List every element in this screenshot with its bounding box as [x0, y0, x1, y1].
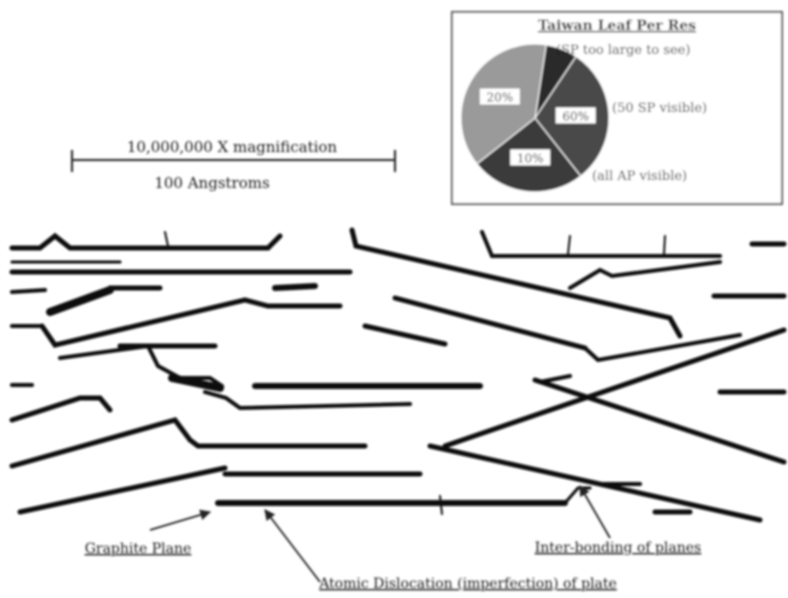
- plate: [12, 398, 110, 420]
- plate: [20, 468, 225, 512]
- plate: [205, 392, 410, 408]
- plate: [570, 262, 720, 288]
- pie-chart: 60% 10% 20%: [461, 44, 609, 192]
- plate-bond: [165, 232, 168, 246]
- plate: [352, 230, 680, 336]
- graphite-plane-label: Graphite Plane: [85, 541, 192, 557]
- inset-legend-3: (all AP visible): [592, 169, 687, 184]
- graphite-plates: [12, 230, 784, 520]
- plate-bond: [664, 236, 665, 254]
- plate: [275, 286, 315, 288]
- plate: [585, 335, 740, 360]
- plate-bond: [440, 496, 442, 514]
- scale-length-label: 100 Angstroms: [154, 174, 269, 192]
- plate: [540, 376, 570, 382]
- pie-slice-tag: 10%: [517, 151, 544, 165]
- scale-bar: 10,000,000 X magnification 100 Angstroms: [72, 138, 395, 192]
- plate: [482, 232, 720, 256]
- pie-slice-tag: 20%: [486, 91, 513, 105]
- plate: [12, 290, 45, 292]
- plate: [365, 326, 445, 344]
- dislocation-label: Atomic Dislocation (imperfection) of pla…: [318, 576, 617, 592]
- inset-title: Taiwan Leaf Per Res: [538, 18, 696, 34]
- inset-box: Taiwan Leaf Per Res 60% 10% 20% (SP too la…: [452, 12, 782, 204]
- interbonding-label: Inter-bonding of planes: [535, 540, 702, 556]
- plate: [430, 446, 760, 520]
- graphite-plane-arrow: [150, 512, 210, 530]
- interbonding-arrow: [580, 486, 610, 538]
- plate: [50, 290, 110, 312]
- plate-bond: [568, 236, 570, 254]
- plate: [12, 420, 365, 466]
- plate: [12, 236, 280, 248]
- pie-slice-tag: 60%: [562, 109, 589, 123]
- plate: [42, 300, 340, 345]
- inset-legend-2: (50 SP visible): [612, 101, 707, 116]
- scale-magnification-label: 10,000,000 X magnification: [127, 138, 338, 156]
- dislocation-arrow: [265, 510, 320, 582]
- plate: [445, 330, 784, 446]
- inset-legend-1: (SP too large to see): [556, 43, 690, 58]
